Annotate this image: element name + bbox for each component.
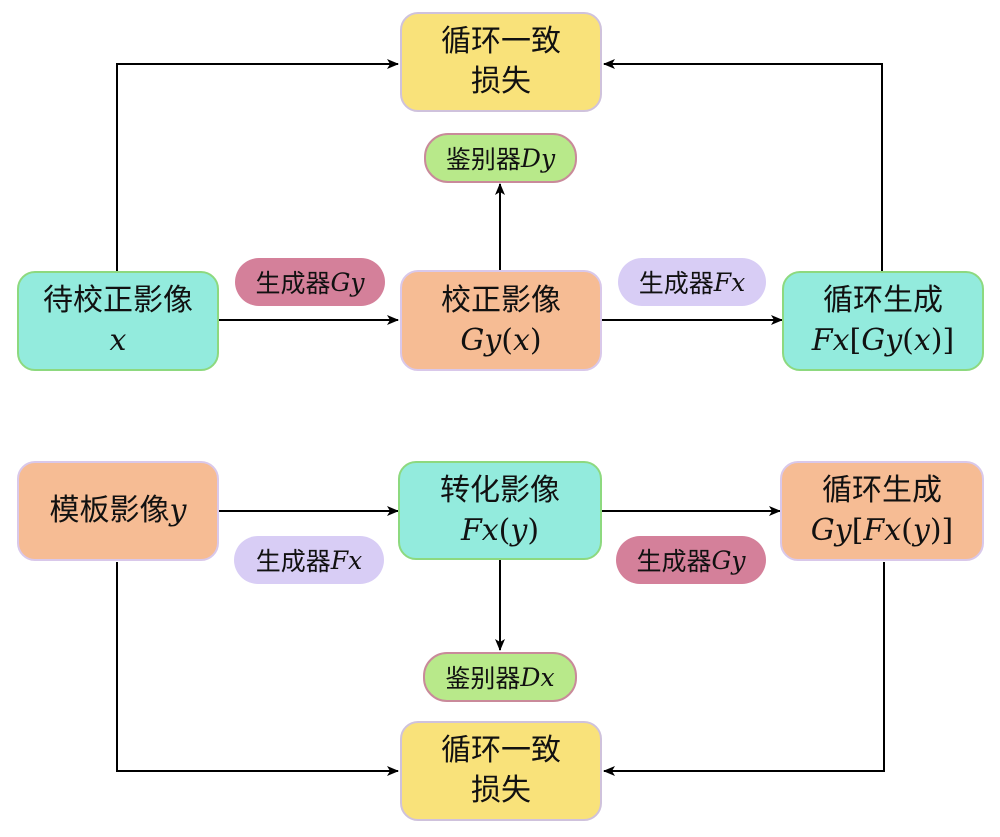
bottom-cycle-consistency-loss-box: 循环一致 损失 [400, 721, 602, 821]
gen-label: 生成器 [255, 269, 331, 298]
gen-label: 生成器 [638, 269, 714, 298]
loss-line2: 损失 [471, 773, 531, 808]
loss-line2: 损失 [471, 64, 531, 99]
arrow-input-to-loss [116, 59, 399, 272]
template-label: 模板影像y [49, 493, 187, 528]
input-var: x [109, 323, 127, 358]
loss-line1: 循环一致 [441, 24, 561, 59]
arrow-cycle-to-loss-bottom [603, 562, 885, 776]
gen-var: Fx [713, 267, 746, 297]
bottom-template-image-box: 模板影像y [17, 461, 219, 561]
cycle-expr: Gy[Fx(y)] [810, 513, 954, 548]
converted-expr: Fx(y) [460, 512, 540, 548]
discriminator-var: Dy [520, 143, 556, 173]
gen-label: 生成器 [636, 547, 712, 576]
corrected-label: 校正影像 [441, 282, 561, 318]
discriminator-var: Dx [520, 662, 555, 692]
cycle-label: 循环生成 [822, 473, 942, 508]
gen-label: 生成器 [255, 547, 331, 576]
top-cycle-generation-box: 循环生成 Fx[Gy(x)] [782, 271, 984, 371]
cycle-expr: Fx[Gy(x)] [811, 323, 955, 358]
top-input-image-box: 待校正影像 x [17, 271, 219, 371]
input-label: 待校正影像 [43, 283, 193, 318]
top-corrected-image-box: 校正影像 Gy(x) [400, 270, 602, 371]
discriminator-label: 鉴别器 [445, 145, 521, 174]
bottom-converted-image-box: 转化影像 Fx(y) [398, 461, 602, 560]
bottom-cycle-generation-box: 循环生成 Gy[Fx(y)] [780, 461, 984, 561]
gen-var: Fx [330, 545, 363, 575]
cycle-label: 循环生成 [823, 283, 943, 318]
converted-label: 转化影像 [440, 472, 560, 508]
corrected-expr: Gy(x) [460, 322, 542, 358]
loss-line1: 循环一致 [441, 733, 561, 768]
arrow-template-to-loss [116, 562, 399, 776]
top-cycle-consistency-loss-box: 循环一致 损失 [400, 12, 602, 112]
gen-var: Gy [711, 545, 746, 575]
discriminator-label: 鉴别器 [445, 664, 521, 693]
arrow-cycle-to-loss [603, 59, 883, 272]
gen-var: Gy [330, 267, 365, 297]
